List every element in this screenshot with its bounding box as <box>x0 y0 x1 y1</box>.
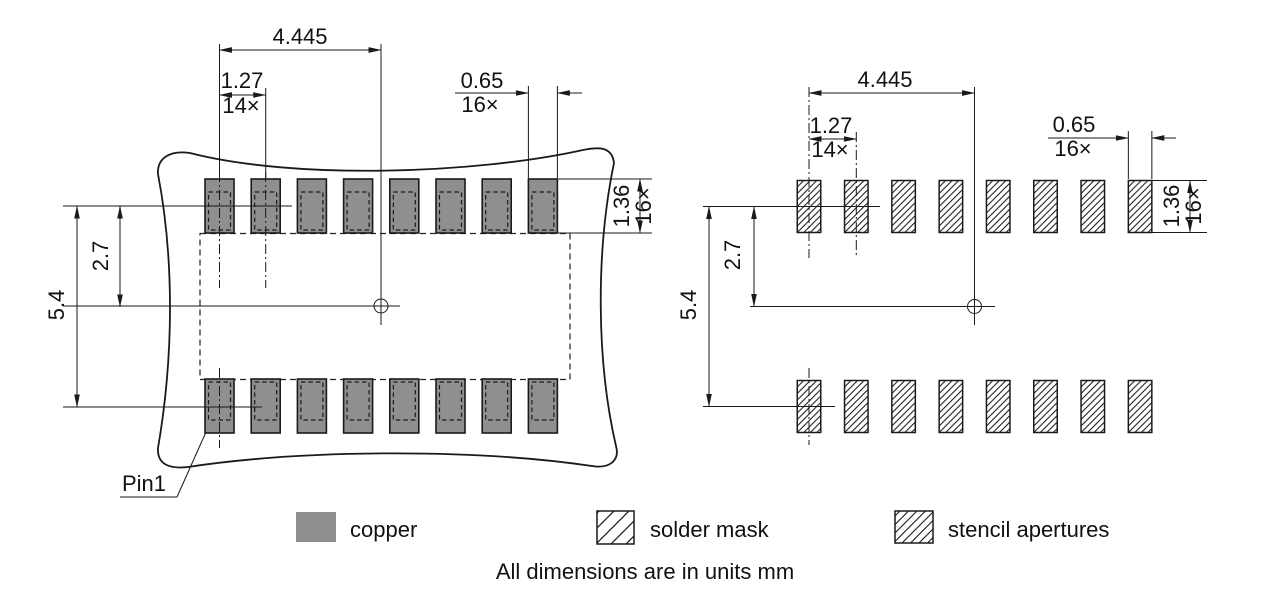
legend-copper-label: copper <box>350 517 417 542</box>
dim-aperture-height-qty: 16× <box>1181 187 1206 224</box>
pin1-label: Pin1 <box>122 471 166 496</box>
aperture <box>985 179 1011 234</box>
dim-row-span: 5.4 <box>676 290 701 321</box>
pad <box>435 378 466 434</box>
copper-pad-row-bottom <box>204 378 559 434</box>
pad <box>296 178 328 234</box>
pad <box>435 178 466 234</box>
dim-row-center: 2.7 <box>720 240 745 271</box>
stencil-view: 4.445 1.27 14× 0.65 16× 1.36 16× 5.4 2.7 <box>676 67 1207 445</box>
dim-pitch-qty: 14× <box>811 137 848 162</box>
center-mark <box>373 298 389 314</box>
solder-mask-region <box>157 147 618 469</box>
aperture <box>891 179 917 234</box>
component-body-outline <box>199 232 571 381</box>
dim-center-offset: 4.445 <box>857 67 912 92</box>
pin1-leader-line <box>176 431 207 498</box>
dim-aperture-height: 1.36 <box>1159 185 1184 228</box>
aperture <box>1080 179 1106 234</box>
center-mark <box>967 299 982 314</box>
aperture <box>985 379 1011 434</box>
aperture <box>891 379 917 434</box>
dim-pitch: 1.27 <box>810 113 853 138</box>
dim-center-offset: 4.445 <box>272 24 327 49</box>
pad <box>342 378 374 434</box>
pad <box>388 178 420 234</box>
land-pattern-view: 4.445 1.27 14× 0.65 16× 1.36 16× 5.4 2.7… <box>44 24 656 498</box>
dim-pitch: 1.27 <box>221 68 264 93</box>
aperture <box>843 379 869 434</box>
dim-aperture-height-qty: 16× <box>631 187 656 224</box>
copper-swatch <box>296 512 336 542</box>
stencil-apertures-swatch <box>894 510 934 544</box>
aperture-row-bottom <box>796 379 1153 434</box>
units-note: All dimensions are in units mm <box>496 559 794 584</box>
pad <box>296 378 328 434</box>
aperture <box>1080 379 1106 434</box>
legend-stencil-apertures-label: stencil apertures <box>948 517 1109 542</box>
dim-aperture-width-qty: 16× <box>461 92 498 117</box>
legend-solder-mask-label: solder mask <box>650 517 770 542</box>
dim-row-span: 5.4 <box>44 290 69 321</box>
aperture <box>1033 379 1058 434</box>
dim-row-center: 2.7 <box>88 241 113 272</box>
aperture <box>1127 179 1153 234</box>
dim-aperture-height: 1.36 <box>609 185 634 228</box>
pad <box>481 378 513 434</box>
dim-aperture-width: 0.65 <box>1053 112 1096 137</box>
dim-pitch-qty: 14× <box>222 93 259 118</box>
legend: copper solder mask stencil apertures All… <box>296 510 1109 584</box>
aperture <box>938 179 964 234</box>
pad <box>527 178 559 234</box>
solder-mask-swatch <box>596 510 635 545</box>
pad <box>342 178 374 234</box>
pad <box>527 378 559 434</box>
pad <box>388 378 420 434</box>
dim-aperture-width: 0.65 <box>461 68 504 93</box>
aperture <box>1033 179 1058 234</box>
pad <box>250 378 282 434</box>
aperture <box>1127 379 1153 434</box>
dim-aperture-width-qty: 16× <box>1054 136 1091 161</box>
pad <box>481 178 513 234</box>
aperture <box>938 379 964 434</box>
